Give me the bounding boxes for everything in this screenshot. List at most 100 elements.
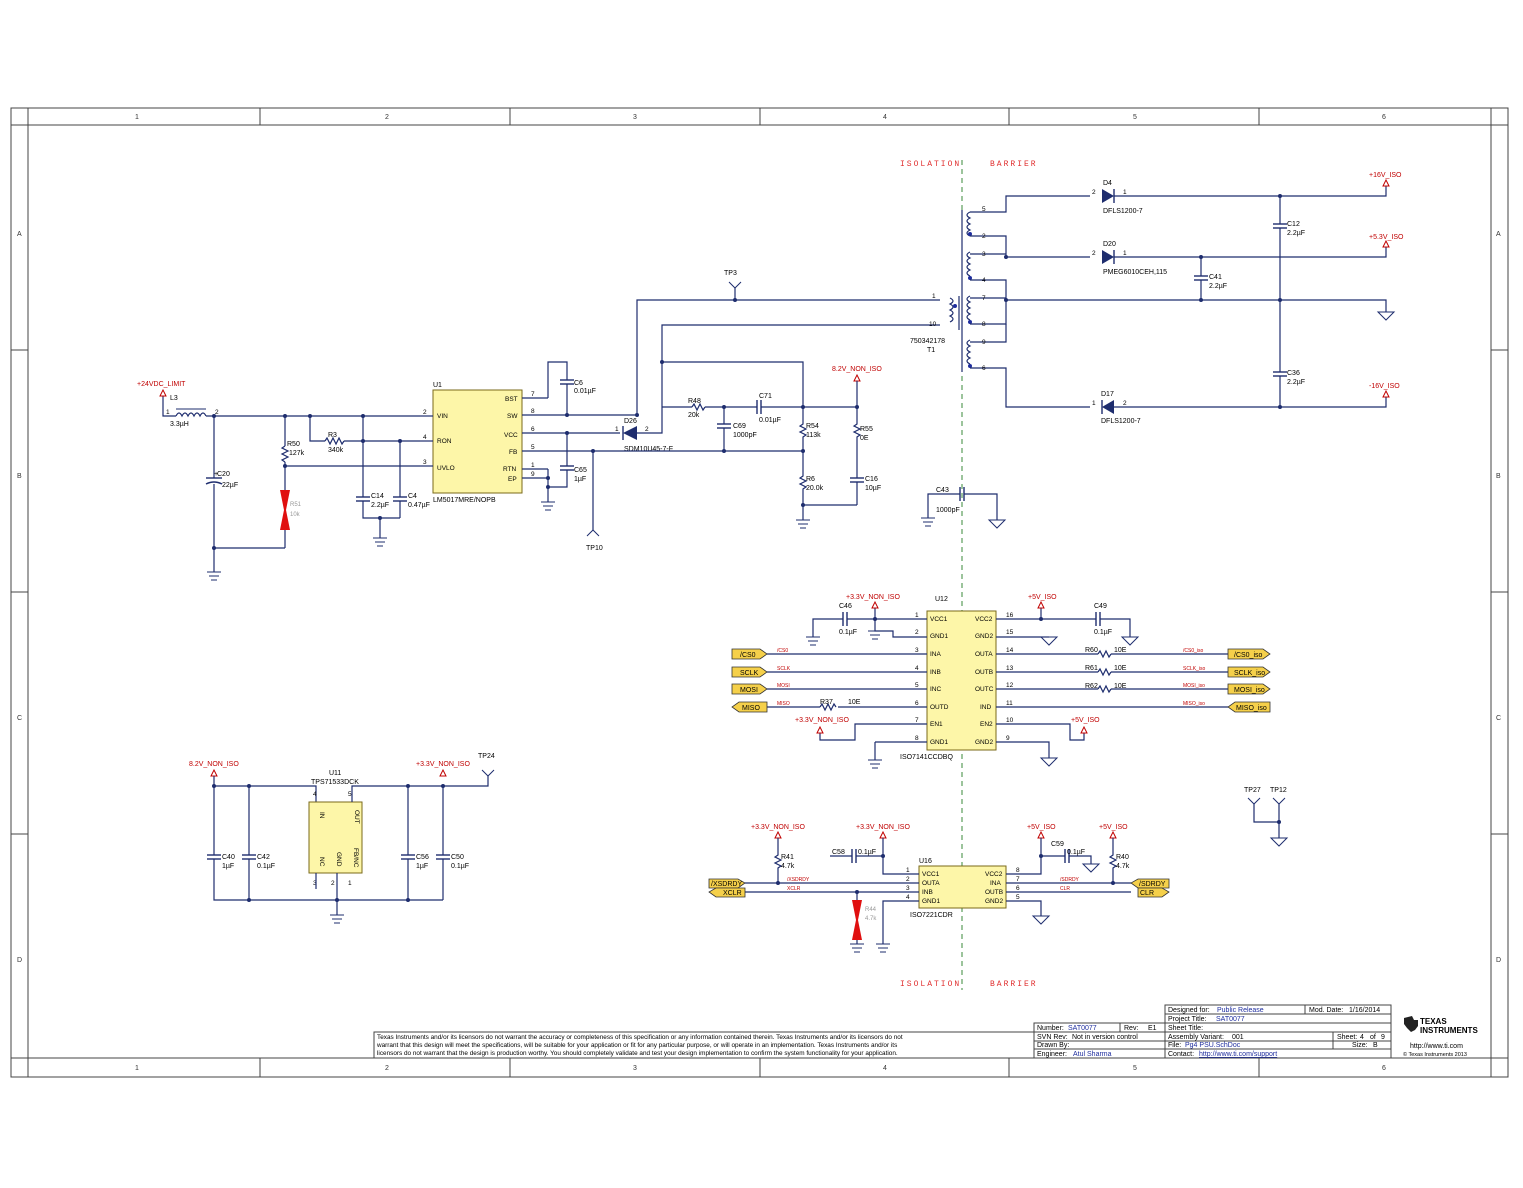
- ground-symbol: [868, 630, 882, 640]
- svg-text:GND2: GND2: [985, 898, 1003, 905]
- c43-ref: C43: [936, 487, 949, 494]
- t1-transformer: 1 10 750342178 T1 5 2 3 4 7 8 9 6: [910, 195, 1396, 408]
- iso-ground-symbol: [1081, 863, 1101, 873]
- ground-symbol: [850, 943, 864, 953]
- svg-text:VCC1: VCC1: [922, 871, 940, 878]
- svg-text:SCLK: SCLK: [777, 666, 791, 672]
- c20-value: 22µF: [222, 482, 238, 489]
- svg-text:10: 10: [1006, 717, 1014, 724]
- ground-symbol: [796, 519, 810, 529]
- svg-text:Contact:: Contact:: [1168, 1051, 1194, 1058]
- copyright: © Texas Instruments 2013: [1403, 1051, 1467, 1058]
- net-label-3v3: +3.3V_NON_ISO: [795, 717, 849, 724]
- r51-ref: R51: [290, 502, 302, 508]
- svg-text:VCC2: VCC2: [975, 616, 993, 623]
- net-label-24v: +24VDC_LIMIT: [137, 381, 186, 388]
- svg-text:OUTA: OUTA: [922, 880, 940, 887]
- svg-text:INA: INA: [990, 880, 1002, 887]
- c6-value: 0.01µF: [574, 388, 596, 395]
- ground-symbol: [541, 501, 555, 511]
- r37-ref: R37: [820, 699, 833, 706]
- svg-text:INSTRUMENTS: INSTRUMENTS: [1420, 1026, 1478, 1035]
- row-label: D: [17, 957, 22, 964]
- svn-value: Not in version control: [1072, 1034, 1138, 1041]
- svg-text:2: 2: [331, 880, 335, 887]
- flag-cs0: /CS0: [740, 652, 756, 659]
- flag-sdrdy: /SDRDY: [1139, 881, 1166, 888]
- r61-ref: R61: [1085, 665, 1098, 672]
- c14-ref: C14: [371, 493, 384, 500]
- d20-value: PMEG6010CEH,115: [1103, 269, 1167, 276]
- svg-text:2: 2: [1092, 189, 1096, 196]
- net-label-8v2: 8.2V_NON_ISO: [832, 366, 882, 373]
- svg-text:OUTA: OUTA: [975, 651, 993, 658]
- r62-value: 10E: [1114, 683, 1127, 690]
- svg-text:VCC: VCC: [504, 432, 518, 439]
- svg-text:1: 1: [1092, 400, 1096, 407]
- net-label-3v3: +3.3V_NON_ISO: [856, 824, 910, 831]
- net-label-5v-iso: +5V_ISO: [1099, 824, 1128, 831]
- svg-text:5: 5: [982, 206, 986, 213]
- c40-ref: C40: [222, 854, 235, 861]
- title-block: Texas Instruments and/or its licensors d…: [373, 1004, 1478, 1059]
- r40-value: 4.7k: [1116, 863, 1130, 870]
- barrier-label: BARRIER: [990, 980, 1038, 989]
- c36-value: 2.2µF: [1287, 379, 1305, 386]
- svg-text:2: 2: [1092, 250, 1096, 257]
- c59-ref: C59: [1051, 841, 1064, 848]
- r48-value: 20k: [688, 412, 700, 419]
- svg-text:Number:: Number:: [1037, 1025, 1064, 1032]
- tp27-label: TP27: [1244, 787, 1261, 794]
- svg-text:8: 8: [982, 321, 986, 328]
- svg-text:Assembly Variant:: Assembly Variant:: [1168, 1034, 1224, 1041]
- svg-text:OUT: OUT: [353, 810, 360, 824]
- tp10-label: TP10: [586, 545, 603, 552]
- svg-text:MISO_iso: MISO_iso: [1183, 701, 1205, 707]
- r54-value: 113k: [806, 432, 821, 439]
- svg-text:Drawn By:: Drawn By:: [1037, 1042, 1069, 1049]
- ground-symbol: [921, 517, 935, 527]
- u12-digital-isolator: U12 ISO7141CCDBQ VCC1 GND1 INA INB INC O…: [731, 594, 1271, 769]
- svg-text:1: 1: [1123, 189, 1127, 196]
- svg-text:3: 3: [906, 885, 910, 892]
- c50-value: 0.1µF: [451, 863, 469, 870]
- u16-ref: U16: [919, 858, 932, 865]
- flag-sclk: SCLK: [740, 670, 759, 677]
- net-label-3v3: +3.3V_NON_ISO: [416, 761, 470, 768]
- disclaimer-line-1: Texas Instruments and/or its licensors d…: [377, 1034, 903, 1041]
- u12-ref: U12: [935, 596, 948, 603]
- c16-ref: C16: [865, 476, 878, 483]
- svg-text:5: 5: [915, 682, 919, 689]
- u16-digital-isolator: U16 ISO7221CDR VCC1 OUTA INB GND1 VCC2 I…: [708, 824, 1170, 953]
- tp3-label: TP3: [724, 270, 737, 277]
- flag-xclr: XCLR: [723, 890, 742, 897]
- svg-text:GND1: GND1: [922, 898, 940, 905]
- svg-text:GND1: GND1: [930, 739, 948, 746]
- c12-value: 2.2µF: [1287, 230, 1305, 237]
- svg-text:5: 5: [348, 791, 352, 798]
- r41-value: 4.7k: [781, 863, 795, 870]
- row-label: B: [1496, 473, 1501, 480]
- svg-text:GND1: GND1: [930, 633, 948, 640]
- input-section: +24VDC_LIMIT L3 1 2 3.3µH C20 + 22µF R50…: [137, 381, 430, 581]
- r37-value: 10E: [848, 699, 861, 706]
- ground-symbol: [806, 636, 820, 646]
- c56-ref: C56: [416, 854, 429, 861]
- svg-text:14: 14: [1006, 647, 1014, 654]
- c42-ref: C42: [257, 854, 270, 861]
- iso-ground-symbol: [1039, 636, 1059, 646]
- iso-ground-symbol: [1269, 837, 1289, 847]
- svg-text:Rev:: Rev:: [1124, 1025, 1138, 1032]
- svg-text:OUTD: OUTD: [930, 704, 949, 711]
- svg-text:12: 12: [1006, 682, 1014, 689]
- r62-ref: R62: [1085, 683, 1098, 690]
- c41-ref: C41: [1209, 274, 1222, 281]
- svg-text:2: 2: [645, 426, 649, 433]
- u11-ldo: 8.2V_NON_ISO U11 TPS71533DCK 4 5 IN OUT …: [189, 753, 495, 924]
- u16-part: ISO7221CDR: [910, 912, 953, 919]
- net-label-3v3: +3.3V_NON_ISO: [751, 824, 805, 831]
- row-label: A: [1496, 231, 1501, 238]
- svg-text:UVLO: UVLO: [437, 465, 455, 472]
- r3-value: 340k: [328, 447, 344, 454]
- svg-text:2: 2: [1123, 400, 1127, 407]
